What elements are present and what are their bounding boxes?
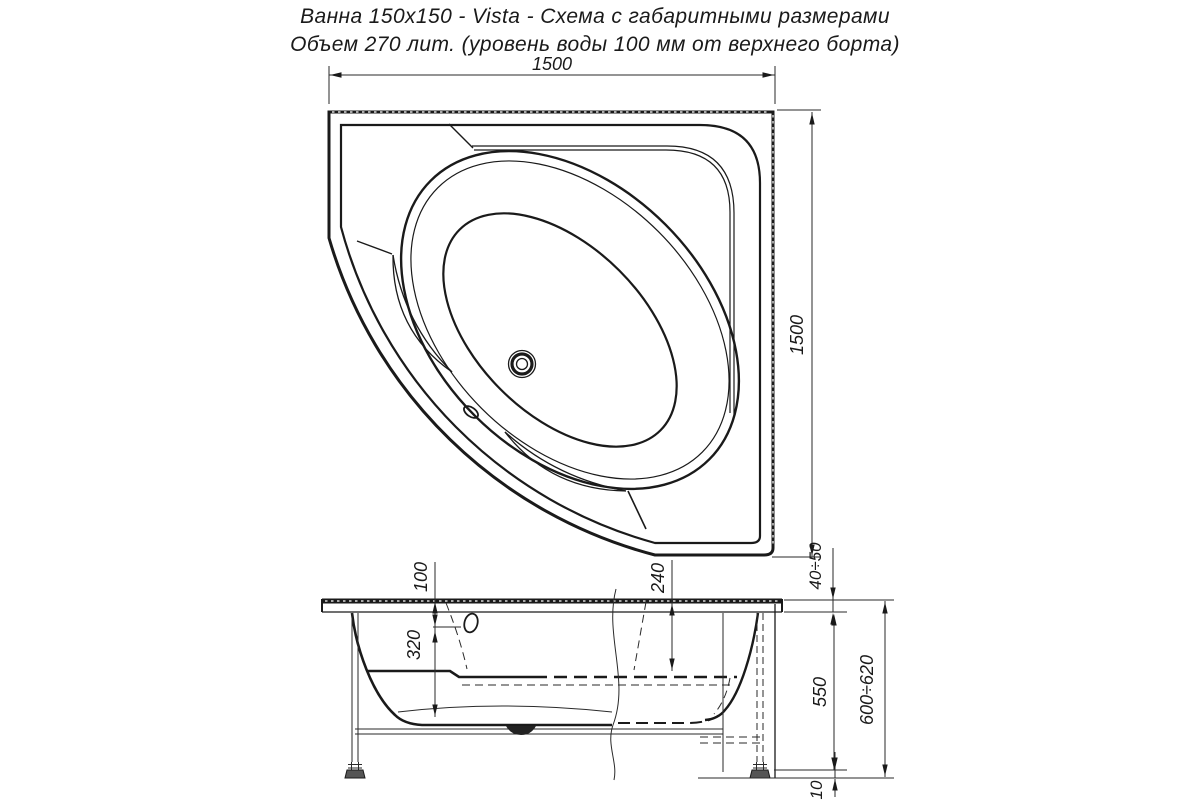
title-line-2: Объем 270 лит. (уровень воды 100 мм от в… (290, 33, 900, 56)
dim-overflow-to-bottom: 320 (404, 630, 424, 660)
left-leg (344, 613, 366, 779)
armrest-bottom (504, 431, 627, 492)
title-line-1: Ванна 150x150 - Vista - Схема с габаритн… (300, 5, 890, 28)
overflow-hole-plan (463, 405, 479, 419)
right-foot (749, 769, 771, 779)
hidden-bottom-line (618, 712, 723, 724)
dim-plan-width: 1500 (532, 54, 572, 74)
bowl-floor (442, 212, 678, 448)
deck-cut-top-left (448, 123, 474, 149)
deck-cut-left (356, 240, 393, 255)
side-dimensions: 100 320 240 40÷50 550 600÷620 10 (404, 542, 894, 799)
right-leg (749, 613, 771, 779)
headrest-ledge-inner (474, 149, 731, 413)
plan-view (327, 110, 775, 557)
drain-icon (507, 349, 537, 379)
dim-plan-height: 1500 (787, 315, 807, 355)
tub-outer-edge (327, 110, 775, 557)
left-foot (344, 769, 366, 779)
dim-feet-adjustment: 10 (807, 780, 826, 799)
plan-dimensions: 1500 1500 (328, 54, 821, 558)
hidden-lines (445, 601, 762, 744)
overflow-hole-side (463, 612, 479, 634)
dim-rim-to-overflow: 100 (411, 562, 431, 592)
bowl-opening (399, 149, 741, 491)
dim-rim-to-seat: 240 (648, 563, 668, 594)
deck-cut-bottom-right (627, 490, 647, 530)
tub-right-wall (704, 612, 760, 722)
seat-edge (368, 669, 534, 679)
armrest-left (392, 254, 453, 373)
headrest-ledge-outer (472, 145, 735, 415)
tub-bottom-inner-line (397, 705, 613, 713)
drain-outlet-side (506, 726, 536, 735)
tub-inner-rim (339, 123, 762, 545)
dim-body-height: 550 (810, 677, 830, 707)
drawing-title: Ванна 150x150 - Vista - Схема с габаритн… (290, 5, 900, 56)
dim-total-height: 600÷620 (857, 655, 877, 725)
dim-rim-edge: 40÷50 (806, 542, 825, 590)
side-view (321, 588, 783, 781)
break-line (610, 588, 620, 781)
